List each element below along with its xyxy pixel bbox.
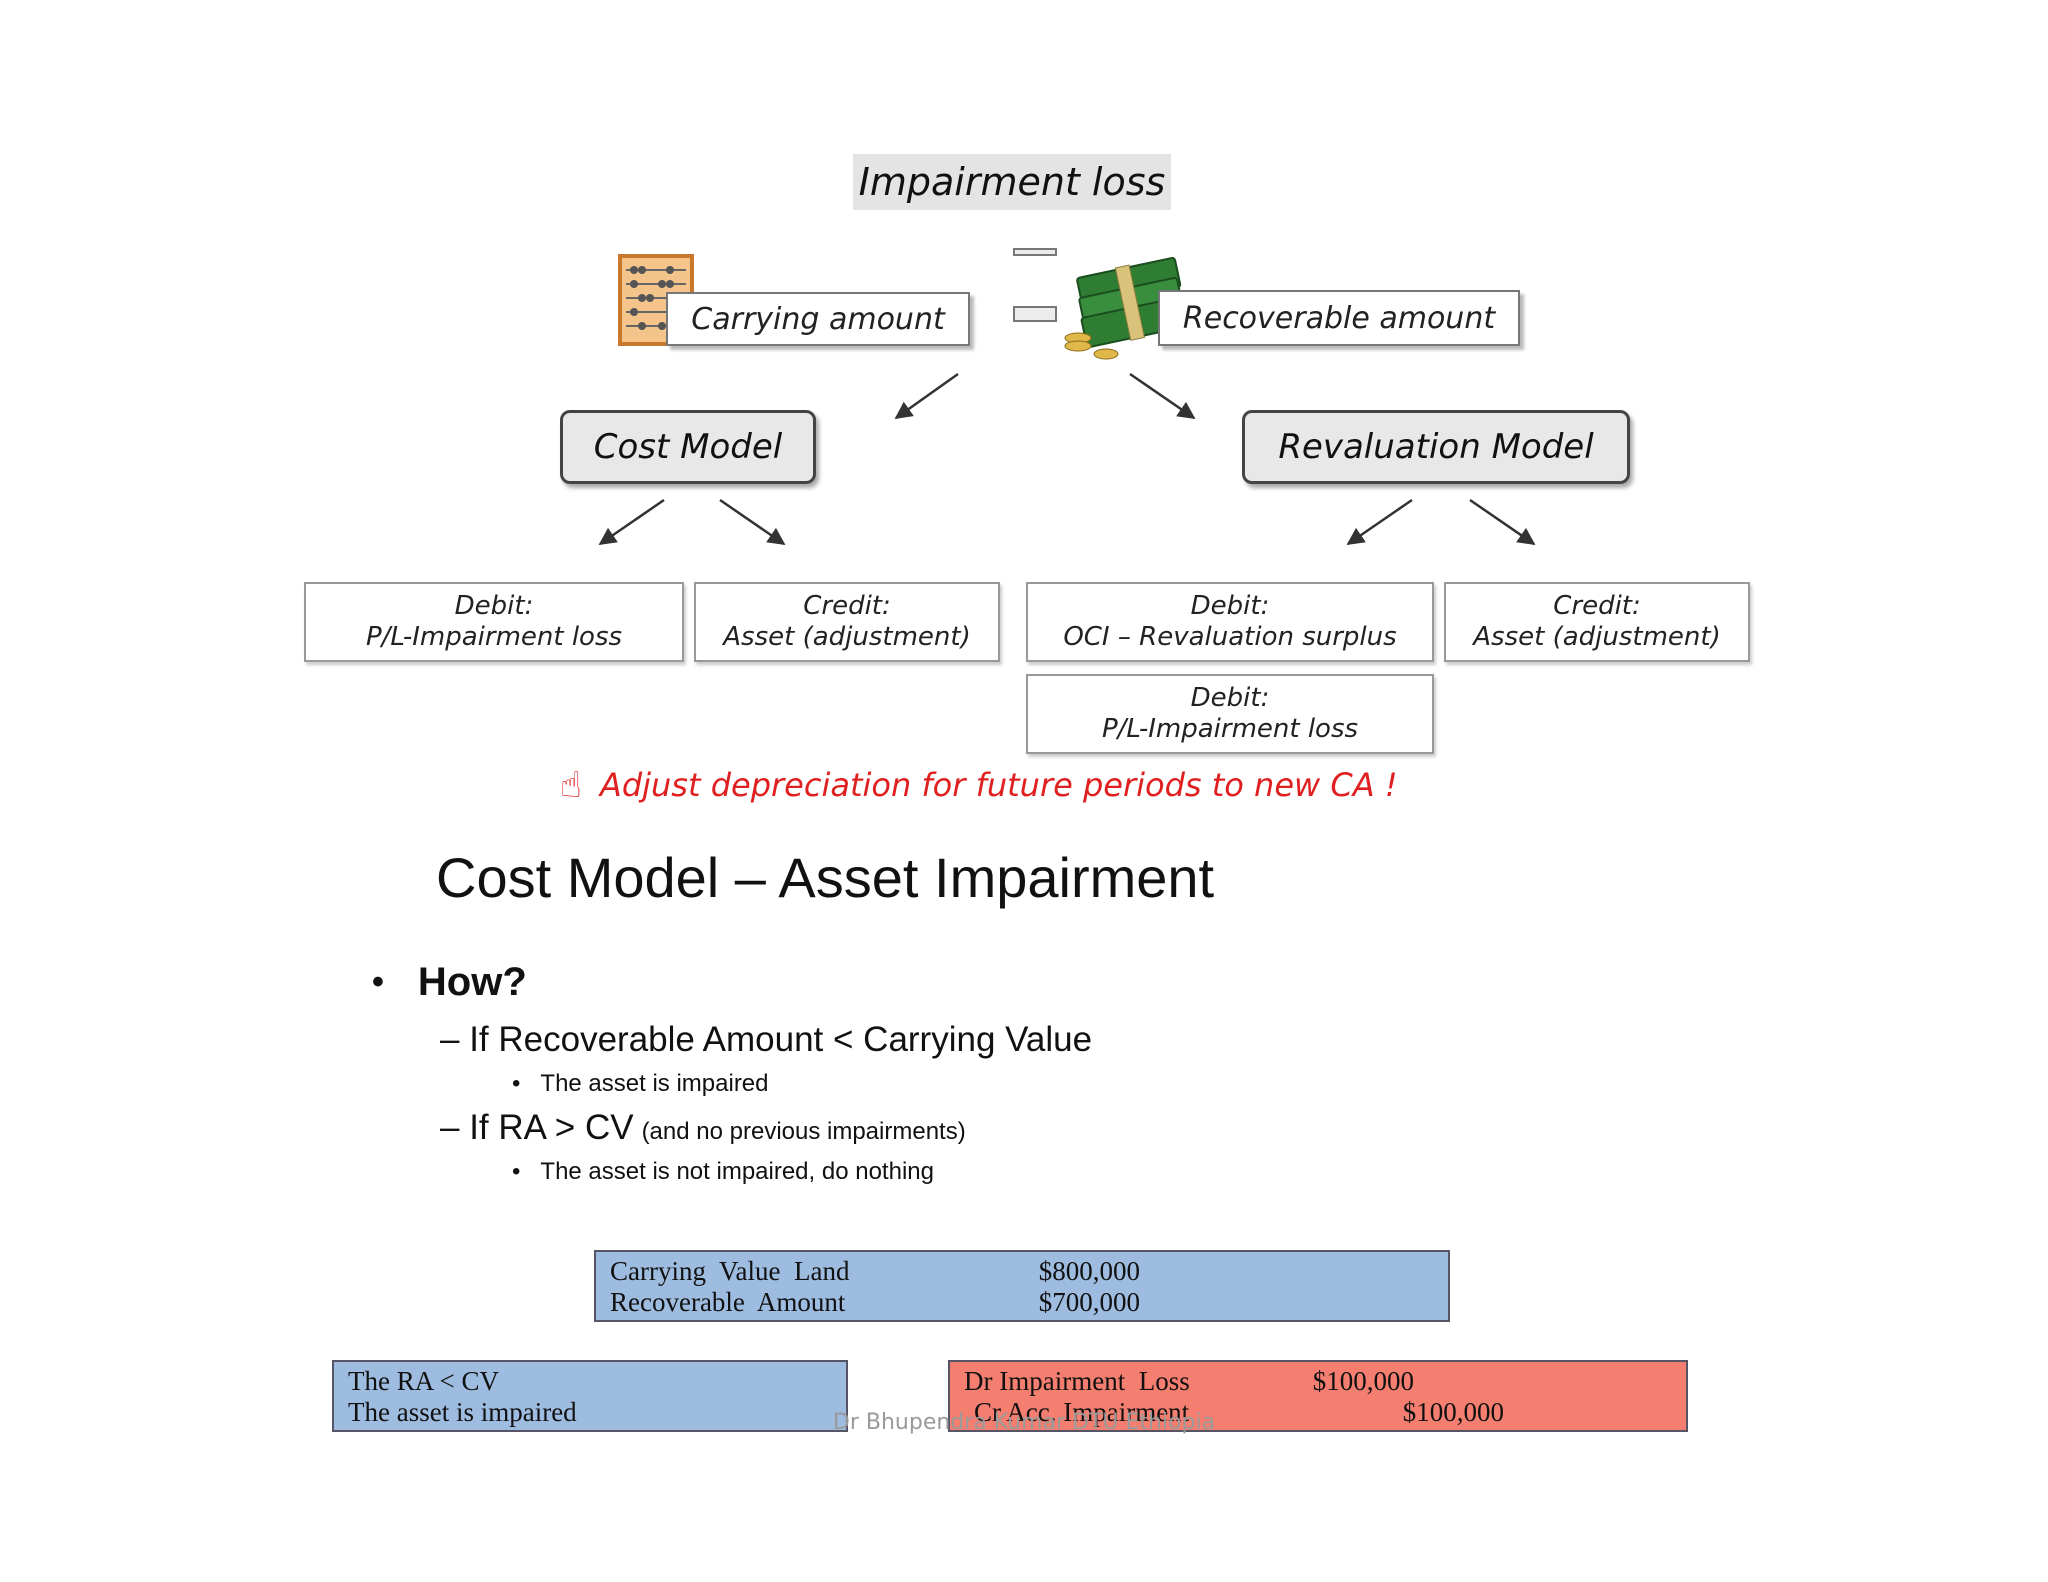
cost-debit-body: P/L-Impairment loss [365,622,623,652]
sub-bullet-1-text: – If Recoverable Amount < Carrying Value [440,1020,1093,1059]
cr-impairment-label: Cr Acc. Impairment [974,1397,1190,1427]
reval-credit-body: Asset (adjustment) [1473,622,1721,652]
sub-point-2: • The asset is not impaired, do nothing [512,1158,934,1186]
money-stack-icon [1064,256,1186,360]
sub-point-1: • The asset is impaired [512,1070,769,1098]
dr-impairment-label: Dr Impairment Loss [964,1366,1190,1396]
depreciation-note: ☝ Adjust depreciation for future periods… [560,760,1480,810]
carrying-value-label: Carrying Value Land [610,1256,850,1286]
revaluation-model-box: Revaluation Model [1242,410,1630,484]
minus-sign-top [1013,248,1057,256]
conclusion-line-2: The asset is impaired [348,1397,577,1427]
cost-model-box: Cost Model [560,410,816,484]
sub-bullet-1: – If Recoverable Amount < Carrying Value [440,1020,1092,1060]
reval-debit-box: Debit: OCI – Revaluation surplus [1026,582,1434,662]
cost-credit-box: Credit: Asset (adjustment) [694,582,1000,662]
sub-point-1-text: The asset is impaired [540,1070,769,1097]
cost-credit-body: Asset (adjustment) [723,622,971,652]
bullet-dot: • [512,1070,521,1097]
reval-credit-box: Credit: Asset (adjustment) [1444,582,1750,662]
bullet-how-text: How? [417,960,527,1004]
pointing-hand-icon: ☝ [560,764,582,806]
cost-credit-head: Credit: [803,591,891,621]
arrow-reval-debit [1346,498,1413,546]
sub-point-2-text: The asset is not impaired, do nothing [540,1158,934,1185]
journal-box: Dr Impairment Loss $100,000 Cr Acc. Impa… [948,1360,1688,1432]
reval-debit-body: OCI – Revaluation surplus [1063,622,1397,652]
sub-bullet-2-text: – If RA > CV [440,1108,634,1147]
sub-bullet-2: – If RA > CV (and no previous impairments… [440,1108,966,1148]
reval-debit2-head: Debit: [1190,683,1270,713]
depreciation-note-text: Adjust depreciation for future periods t… [599,766,1398,804]
cr-impairment-value: $100,000 [1402,1397,1504,1427]
reval-credit-head: Credit: [1553,591,1641,621]
recoverable-amount-box: Recoverable amount [1158,290,1520,346]
reval-debit2-box: Debit: P/L-Impairment loss [1026,674,1434,754]
conclusion-box: The RA < CV The asset is impaired [332,1360,848,1432]
values-box: Carrying Value Land $800,000 Recoverable… [594,1250,1450,1322]
bullet-how: • How? [372,960,527,1005]
conclusion-line-1: The RA < CV [348,1366,499,1396]
diagram-title: Impairment loss [853,154,1171,210]
minus-sign-bottom [1013,306,1057,322]
bullet-dot: • [512,1158,521,1185]
carrying-amount-box: Carrying amount [666,292,970,346]
section-heading: Cost Model – Asset Impairment [436,846,1215,909]
arrow-cost-debit [598,498,665,546]
carrying-value-amount: $800,000 [1038,1256,1140,1286]
reval-debit2-body: P/L-Impairment loss [1101,714,1359,744]
recoverable-amount-value: $700,000 [1038,1287,1140,1317]
arrow-cost-credit [719,498,786,546]
cost-debit-box: Debit: P/L-Impairment loss [304,582,684,662]
arrow-to-cost-model [894,372,959,420]
arrow-to-revaluation-model [1129,372,1196,420]
arrow-reval-credit [1469,498,1536,546]
footer-credit: Dr Bhupendra Kumar DTU Ethiopia [832,1410,1216,1435]
reval-debit-head: Debit: [1190,591,1270,621]
recoverable-amount-label: Recoverable Amount [610,1287,846,1317]
cost-debit-head: Debit: [454,591,534,621]
dr-impairment-value: $100,000 [1312,1366,1414,1396]
sub-bullet-2-note: (and no previous impairments) [641,1118,966,1145]
bullet-dot: • [372,963,384,1001]
